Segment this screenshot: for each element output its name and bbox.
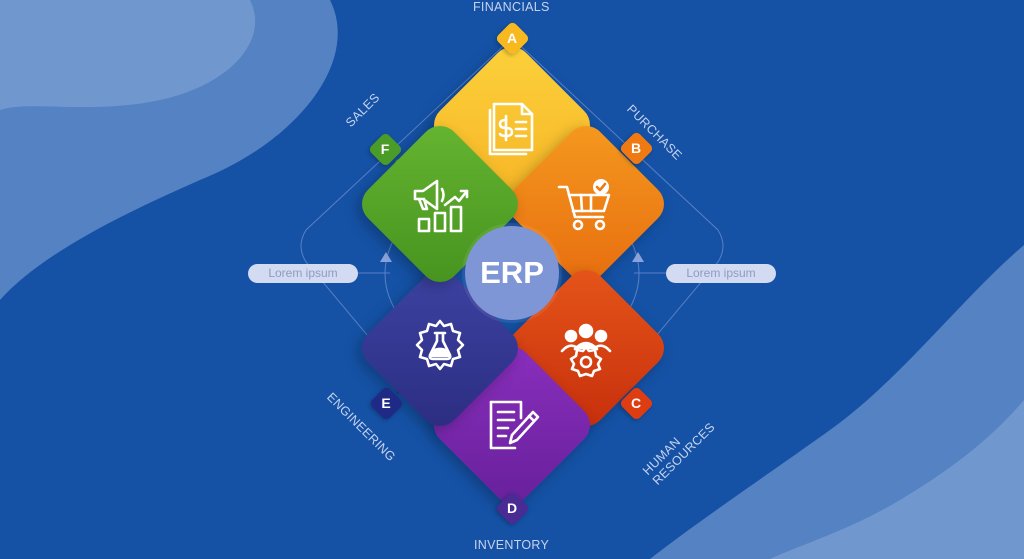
flask-gear-icon xyxy=(405,313,475,383)
badge-d-letter: D xyxy=(506,500,518,516)
team-gear-icon xyxy=(551,313,621,383)
document-edit-icon xyxy=(477,390,547,460)
erp-center-circle: ERP xyxy=(465,226,559,320)
badge-e-letter: E xyxy=(381,395,391,411)
badge-c-letter: C xyxy=(630,395,642,411)
badge-a-letter: A xyxy=(506,30,518,46)
label-inventory: INVENTORY xyxy=(474,538,550,552)
megaphone-growth-icon xyxy=(405,169,475,239)
right-lorem-pill: Lorem ipsum xyxy=(666,264,776,283)
badge-b-letter: B xyxy=(630,140,642,156)
badge-f-letter: F xyxy=(380,141,390,157)
left-arc-arrow xyxy=(380,252,392,262)
top-left-wave-inner xyxy=(0,0,256,110)
bottom-right-wave-inner xyxy=(770,400,1024,559)
left-lorem-pill: Lorem ipsum xyxy=(248,264,358,283)
label-financials: FINANCIALS xyxy=(473,0,550,14)
shopping-cart-icon xyxy=(551,169,621,239)
bottom-right-wave xyxy=(650,245,1024,559)
right-arc-arrow xyxy=(632,252,644,262)
invoice-icon xyxy=(477,90,547,160)
label-sales: SALES xyxy=(343,90,383,130)
